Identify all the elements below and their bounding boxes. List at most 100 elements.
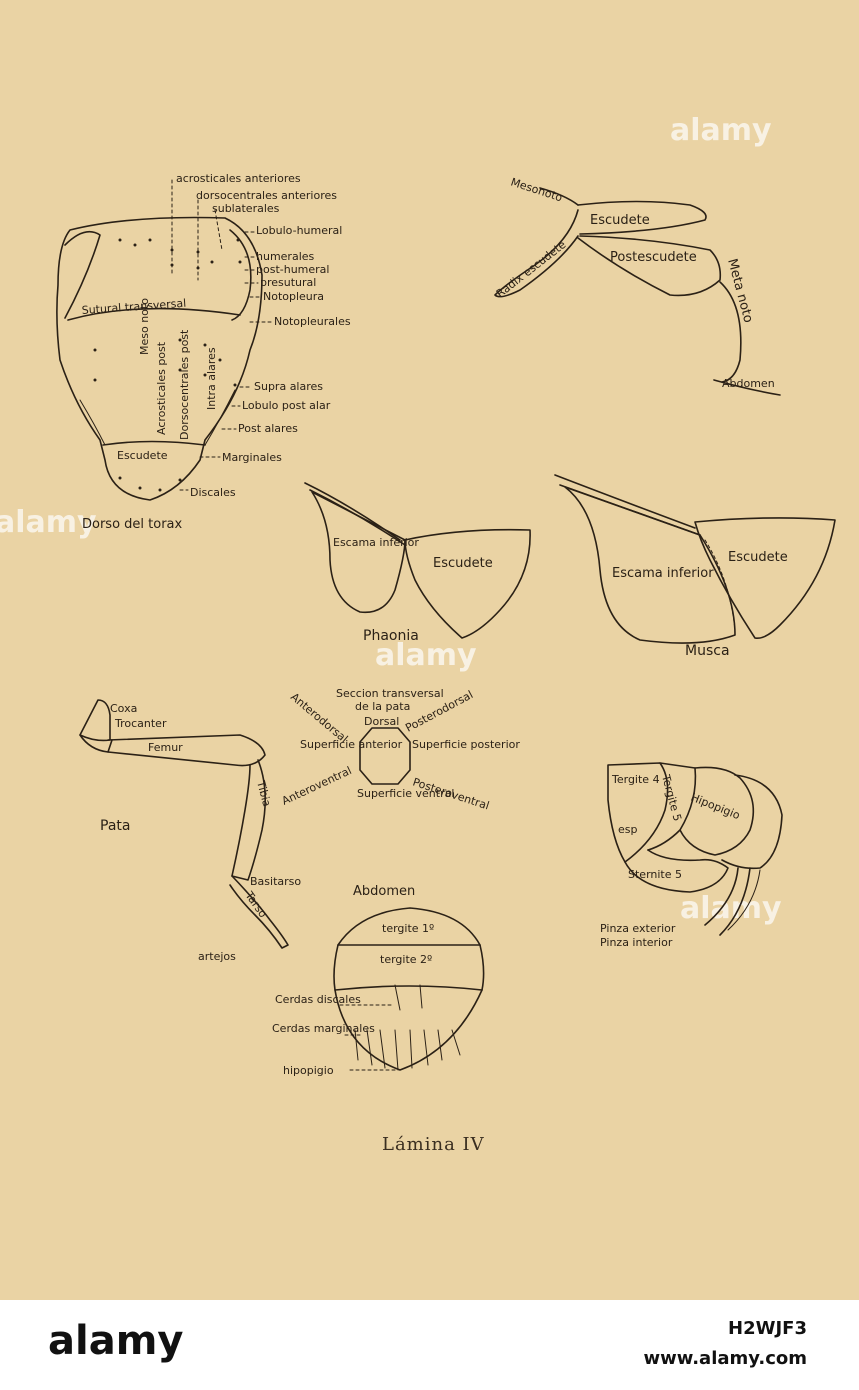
lateral-mesonoto-line [539,187,579,206]
label-cerdas-discales: Cerdas discales [275,993,361,1006]
label-dorsocentrales-post: Dorsocentrales post [178,329,191,440]
thorax-bristle-dots [93,238,242,492]
footer-logo[interactable]: alamy [48,1318,184,1364]
label-marginales: Marginales [222,451,282,464]
abdomen-bristles [354,984,461,1071]
label-dorsal: Dorsal [364,715,399,728]
phaonia-escama [311,491,406,614]
label-tergite4: Tergite 4 [611,773,660,786]
leg-coxa [79,699,111,742]
thorax-dorsal-diagram: acrosticales anteriores dorsocentrales a… [56,172,351,532]
label-post-humeral: post-humeral [256,263,329,276]
cross-section-octagon [359,727,411,785]
label-notopleurales: Notopleurales [274,315,351,328]
caption-phaonia: Phaonia [363,628,419,644]
abdomen-lower [334,989,483,1071]
leg-tibia [231,759,266,881]
label-seccion-title-2: de la pata [355,700,410,713]
plate-title: Lámina IV [382,1134,485,1155]
phaonia-escudete [404,528,531,639]
label-musca-escama: Escama inferior [612,566,714,581]
phaonia-wing-line [304,482,401,541]
label-pinza-exterior: Pinza exterior [600,922,676,935]
watermark-left: alamy [0,505,97,540]
thorax-outline [56,216,263,501]
label-lateral-mesonoto: Mesonoto [509,175,564,204]
label-sup-posterior: Superficie posterior [412,738,520,751]
caption-dorso-torax: Dorso del torax [82,517,183,532]
label-acrosticales-post: Acrosticales post [155,341,168,435]
genitalia-lobe [721,774,783,870]
leg-diagram: Coxa Trocanter Femur Tibia Basitarso Tar… [79,699,301,963]
label-tibia: Tibia [254,778,274,808]
thorax-sutural-line [67,307,241,321]
label-lateral-escudete: Escudete [590,213,650,228]
lateral-scutellum-diagram: Mesonoto Escudete Postescudete Meta noto… [494,175,781,396]
footer-image-id: H2WJF3 [728,1318,807,1339]
plate-page: alamy alamy alamy alamy [0,0,859,1300]
label-basitarso: Basitarso [250,875,301,888]
label-esp: esp [618,823,637,836]
lateral-abdomen-line [713,379,781,396]
label-artejos: artejos [198,950,236,963]
musca-escudete-inner [704,539,736,631]
thorax-postalar-right [204,389,236,446]
watermark-lower-right: alamy [680,891,782,926]
genitalia-hipopigio [679,766,755,856]
label-supra-alares: Supra alares [254,380,323,393]
thorax-humeral-lobe-right [229,229,252,321]
thorax-postalar-left [79,399,106,446]
footer-bar: alamy H2WJF3 www.alamy.com [0,1300,859,1390]
label-anteroventral: Anteroventral [280,764,354,808]
label-sublaterales: sublaterales [212,202,280,215]
musca-wing-line [554,474,696,529]
genitalia-pinza-3 [727,869,761,931]
abdomen-tergite1 [337,907,481,946]
lateral-postescudete-shape [577,235,722,297]
label-lateral-metanoto: Meta noto [724,257,755,324]
label-lobulo-post-alar: Lobulo post alar [242,399,331,412]
label-post-alares: Post alares [238,422,298,435]
thorax-scutellum-line [102,440,206,446]
lateral-radix-shape [494,209,579,298]
label-sup-ventral: Superficie ventral [357,787,454,800]
abdomen-tergite2 [333,944,485,991]
label-tergite1: tergite 1º [382,922,434,935]
leg-femur [107,734,266,767]
label-lateral-postescudete: Postescudete [610,250,697,265]
label-seccion-title-1: Seccion transversal [336,687,444,700]
genitalia-tergite4 [607,762,669,863]
caption-pata: Pata [100,818,130,834]
genitalia-sternite5 [624,849,729,893]
musca-escudete [694,517,836,640]
label-tergite2: tergite 2º [380,953,432,966]
phaonia-diagram: Escama inferior Escudete Phaonia [304,482,531,644]
musca-diagram: Escama inferior Escudete Musca [554,474,836,659]
label-pinza-interior: Pinza interior [600,936,673,949]
label-notopleura: Notopleura [263,290,324,303]
label-lateral-radix: Radix escudete [494,238,569,300]
label-coxa: Coxa [110,702,137,715]
genitalia-pinza-interior [719,867,751,936]
label-humerales: humerales [256,250,315,263]
label-tarso: Tarso [242,888,270,920]
label-intra-alares: Intra alares [205,347,218,410]
label-escudete-thorax: Escudete [117,449,168,462]
watermark-center: alamy [375,638,477,673]
label-abdomen-hipopigio: hipopigio [283,1064,334,1077]
label-sup-anterior: Superficie anterior [300,738,403,751]
label-femur: Femur [148,741,183,754]
label-hipopigio-genitalia: Hipopigio [689,791,742,823]
caption-abdomen: Abdomen [353,884,415,899]
genitalia-pinza-exterior [704,867,739,926]
lateral-escudete-shape [577,200,707,235]
label-cerdas-marginales: Cerdas marginales [272,1022,375,1035]
label-lobulo-humeral: Lobulo-humeral [256,224,342,237]
label-lateral-abdomen: Abdomen [722,377,775,390]
sublaterales-leader [214,209,223,251]
label-dorsocentrales-anteriores: dorsocentrales anteriores [196,189,337,202]
footer-url[interactable]: www.alamy.com [643,1348,807,1369]
leg-tarsus [229,875,289,949]
caption-musca: Musca [685,643,730,659]
leg-cross-section-diagram: Seccion transversal de la pata Anterodor… [280,687,521,812]
